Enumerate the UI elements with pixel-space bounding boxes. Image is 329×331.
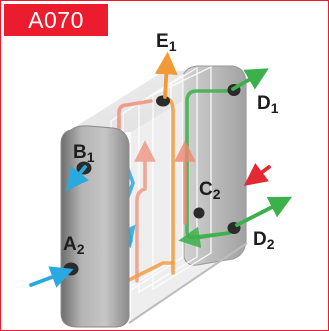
model-tag: A070 xyxy=(4,4,108,36)
block-bottom-edge xyxy=(128,242,248,324)
green-channel-outlet xyxy=(178,226,231,249)
orange-channel-bottom xyxy=(125,261,175,283)
port-a2 xyxy=(63,262,79,276)
port-c2 xyxy=(193,207,205,219)
outlet-arrow-e1 xyxy=(154,51,178,99)
label-a2: A2 xyxy=(63,234,85,257)
label-c2: C2 xyxy=(199,179,221,202)
label-b1: B1 xyxy=(73,142,95,165)
salmon-channel-left xyxy=(117,99,153,281)
label-e1: E1 xyxy=(156,31,177,54)
port-e1 xyxy=(156,95,170,107)
salmon-channel-inner xyxy=(134,140,156,283)
outlet-arrow-d2 xyxy=(235,196,293,227)
inlet-arrow-d1 xyxy=(231,68,269,91)
label-d1: D1 xyxy=(257,93,279,116)
front-end-plate xyxy=(60,125,130,328)
inlet-arrow-a2 xyxy=(29,266,74,288)
label-d2: D2 xyxy=(253,229,275,252)
inlet-arrow-red xyxy=(243,163,271,186)
outlet-arrow-b1 xyxy=(65,165,90,191)
